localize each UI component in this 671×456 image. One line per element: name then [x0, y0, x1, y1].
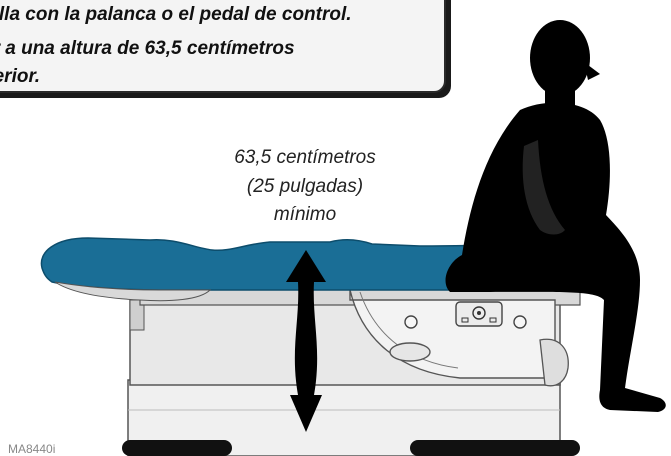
callout-line-3: perior. — [0, 66, 41, 87]
table-base — [122, 379, 580, 456]
table-chassis — [129, 284, 581, 387]
control-panel-icon — [404, 301, 527, 329]
height-arrow — [286, 250, 326, 432]
height-label-line-3: mínimo — [273, 204, 337, 225]
height-label-line-1: 63,5 centímetros — [234, 147, 376, 168]
instruction-callout: nilla con la palanca o el pedal de contr… — [0, 0, 446, 93]
callout-line-2: ar a una altura de 63,5 centímetros — [0, 38, 295, 59]
figure-id: MA8440i — [8, 442, 56, 456]
height-label-line-2: (25 pulgadas) — [246, 176, 364, 197]
person-silhouette — [445, 20, 666, 412]
callout-line-1: nilla con la palanca o el pedal de contr… — [0, 4, 352, 25]
